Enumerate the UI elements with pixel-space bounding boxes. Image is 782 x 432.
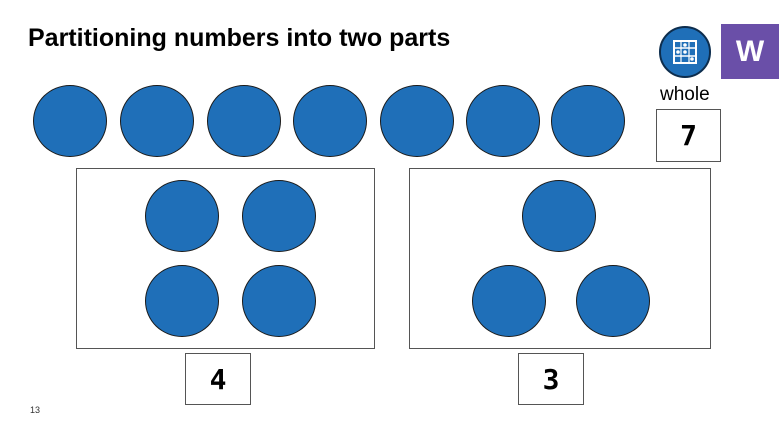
whole-value-box: 7	[656, 109, 721, 162]
whole-counter	[207, 85, 281, 157]
part-1-counter	[145, 180, 219, 252]
whole-counter	[120, 85, 194, 157]
part-1-counter	[145, 265, 219, 337]
slide-title: Partitioning numbers into two parts	[28, 24, 451, 52]
part-1-value-box: 4	[185, 353, 251, 405]
w-badge[interactable]: W	[721, 24, 779, 79]
abacus-icon	[673, 40, 697, 64]
whole-counter	[466, 85, 540, 157]
abacus-badge[interactable]	[659, 26, 711, 78]
slide-number: 13	[30, 405, 41, 415]
whole-counter	[293, 85, 367, 157]
part-1-counter	[242, 180, 316, 252]
part-2-counter	[522, 180, 596, 252]
whole-counter	[551, 85, 625, 157]
whole-counter	[33, 85, 107, 157]
whole-counter	[380, 85, 454, 157]
part-2-counter	[472, 265, 546, 337]
whole-label: whole	[660, 84, 710, 105]
part-box-1	[76, 168, 375, 349]
part-2-counter	[576, 265, 650, 337]
part-2-value-box: 3	[518, 353, 584, 405]
part-1-counter	[242, 265, 316, 337]
